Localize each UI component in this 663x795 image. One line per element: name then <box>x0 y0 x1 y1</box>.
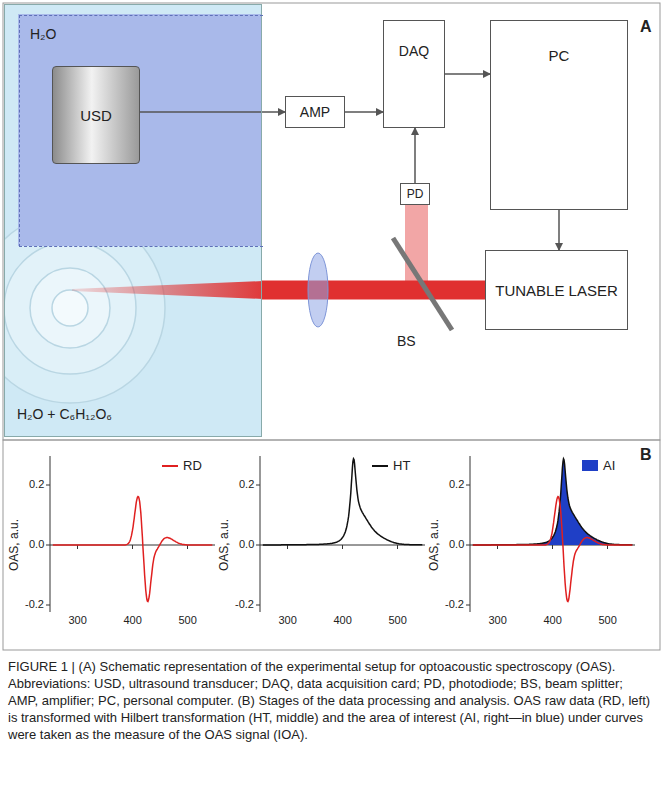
signal-arrow <box>558 210 560 250</box>
legend-text: RD <box>183 458 202 473</box>
figure-caption: FIGURE 1 | (A) Schematic representation … <box>8 658 653 743</box>
water-chamber-box: H₂O USD <box>19 15 263 247</box>
photodiode-box: PD <box>400 183 430 205</box>
tick <box>132 545 133 549</box>
node-label: TUNABLE LASER <box>495 282 618 299</box>
signal-plots <box>46 456 635 612</box>
legend-text: HT <box>393 458 410 473</box>
signal-arrow <box>140 111 285 113</box>
tick <box>466 545 470 546</box>
axis-title: OAS, a.u. <box>427 519 441 571</box>
tick <box>256 605 260 606</box>
node-label: H₂O + C₆H₁₂O₆ <box>17 406 112 422</box>
raw-curve <box>53 497 213 602</box>
panel-letter: A <box>640 18 652 36</box>
tick-label: 500 <box>179 614 197 626</box>
tick <box>46 545 50 546</box>
part-label: BS <box>397 333 416 349</box>
focusing-lens <box>308 253 328 327</box>
tick <box>256 545 260 546</box>
laser-box: TUNABLE LASER <box>485 250 628 330</box>
hilbert-curve <box>263 459 423 545</box>
tick <box>46 485 50 486</box>
transducer-box: USD <box>52 66 140 164</box>
tick <box>342 545 343 549</box>
tick <box>46 605 50 606</box>
tick <box>397 545 398 549</box>
tick-label: 400 <box>334 614 352 626</box>
node-label: AMP <box>300 104 330 120</box>
legend-entry: AI <box>582 458 615 473</box>
tick-label: 0.0 <box>29 538 44 550</box>
panel-frame <box>3 440 660 650</box>
y-axis <box>260 456 261 612</box>
beam-splitter <box>393 238 452 330</box>
tick <box>466 485 470 486</box>
tick-label: -0.2 <box>25 598 44 610</box>
focused-beam <box>72 281 263 299</box>
signal-arrow <box>345 111 383 113</box>
amplifier-box: AMP <box>285 96 345 128</box>
panel-letter: B <box>640 446 652 464</box>
signal-arrow <box>414 128 416 183</box>
axis-title: OAS, a.u. <box>7 519 21 571</box>
legend-line-sample <box>372 465 388 467</box>
tick-label: 0.2 <box>239 478 254 490</box>
legend-entry: RD <box>162 458 202 473</box>
legend-entry: HT <box>372 458 410 473</box>
tick-label: 0.0 <box>239 538 254 550</box>
tick-label: 300 <box>69 614 87 626</box>
tick <box>552 545 553 549</box>
legend-swatch <box>582 460 598 471</box>
tick <box>256 485 260 486</box>
node-label: H₂O <box>30 26 56 42</box>
y-axis <box>470 456 471 612</box>
tick <box>466 605 470 606</box>
daq-box: DAQ <box>383 20 445 128</box>
legend-line-sample <box>162 465 178 467</box>
node-label: DAQ <box>399 43 429 59</box>
tick-label: 400 <box>544 614 562 626</box>
tick-label: 500 <box>599 614 617 626</box>
legend-text: AI <box>603 458 615 473</box>
tick-label: 0.2 <box>29 478 44 490</box>
axis-title: OAS, a.u. <box>217 519 231 571</box>
node-label: USD <box>80 107 112 124</box>
tick-label: 0.2 <box>449 478 464 490</box>
tick-label: -0.2 <box>445 598 464 610</box>
tick <box>287 545 288 549</box>
signal-arrow <box>445 73 490 75</box>
node-label: PC <box>549 47 570 64</box>
node-label: PD <box>407 187 424 201</box>
tick-label: 0.0 <box>449 538 464 550</box>
y-axis <box>50 456 51 612</box>
laser-beam <box>262 281 485 300</box>
raw-curve <box>473 497 633 602</box>
tick-label: 300 <box>279 614 297 626</box>
tick-label: -0.2 <box>235 598 254 610</box>
tick-label: 500 <box>389 614 407 626</box>
tick-label: 400 <box>124 614 142 626</box>
computer-box: PC <box>490 20 628 210</box>
tick-label: 300 <box>489 614 507 626</box>
water-tank: H₂O + C₆H₁₂O₆ H₂O USD <box>4 4 262 437</box>
water-chamber <box>18 14 262 246</box>
